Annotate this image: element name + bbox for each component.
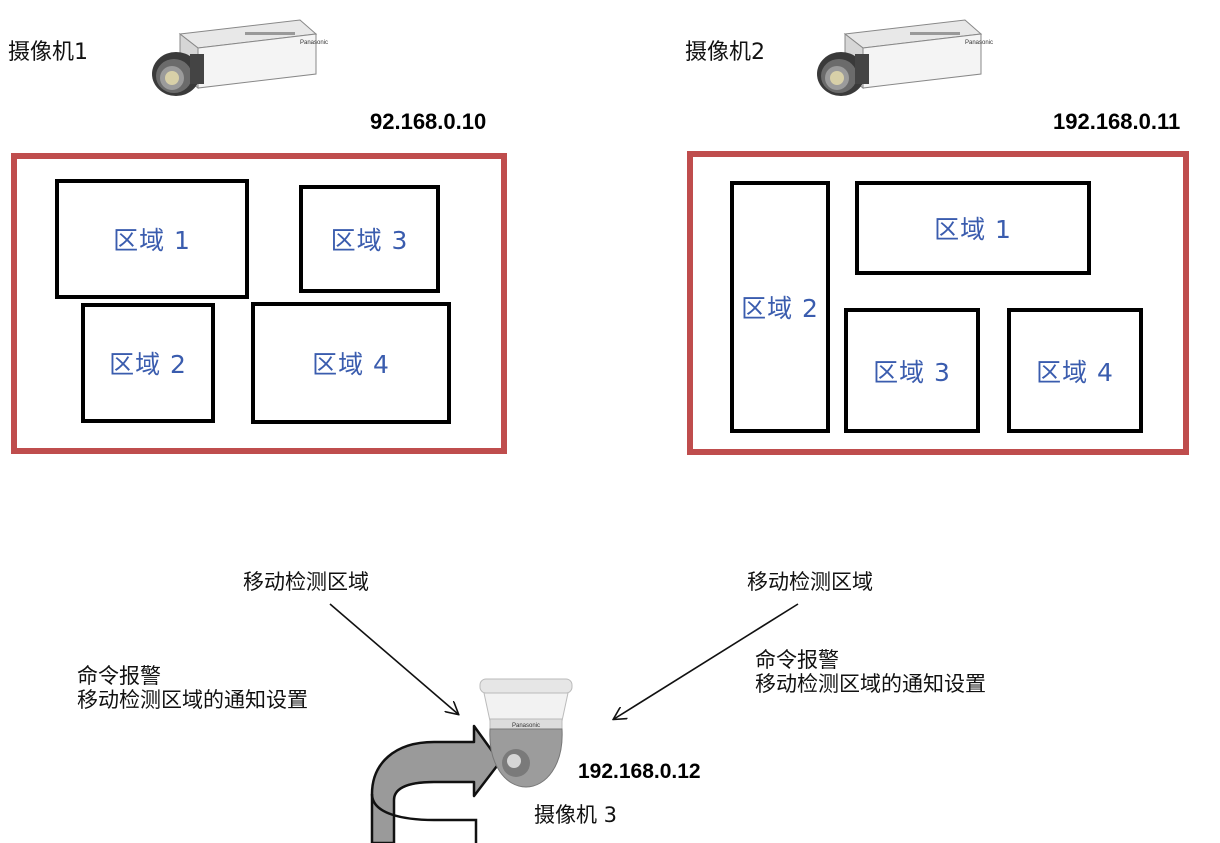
rotation-arrow-icon — [370, 724, 502, 843]
right-command-line1: 命令报警 — [755, 648, 839, 672]
camera1-zone-2: 区域 2 — [81, 303, 215, 423]
camera2-view-frame: 区域 2 区域 1 区域 3 区域 4 — [687, 151, 1189, 455]
left-region-label: 移动检测区域 — [243, 570, 369, 594]
camera1-label: 摄像机1 — [8, 40, 88, 65]
camera2-zone-2: 区域 2 — [730, 181, 830, 433]
camera1-view-frame: 区域 1 区域 3 区域 2 区域 4 — [11, 153, 507, 454]
camera3-label: 摄像机 3 — [534, 803, 618, 827]
left-command-line1: 命令报警 — [77, 664, 161, 688]
zone-label: 区域 2 — [741, 294, 819, 323]
camera2-zone-1: 区域 1 — [855, 181, 1091, 275]
left-command-line2: 移动检测区域的通知设置 — [77, 688, 308, 712]
right-region-label: 移动检测区域 — [747, 570, 873, 594]
left-command-note: 命令报警 移动检测区域的通知设置 — [77, 664, 308, 712]
camera3-ip: 192.168.0.12 — [578, 760, 701, 783]
left-arrow — [329, 603, 458, 714]
zone-label: 区域 3 — [873, 357, 951, 387]
right-command-note: 命令报警 移动检测区域的通知设置 — [755, 648, 986, 696]
zone-label: 区域 1 — [934, 215, 1012, 244]
camera2-ip: 192.168.0.11 — [1053, 109, 1181, 134]
zone-label: 区域 3 — [330, 226, 409, 255]
camera1-zone-3: 区域 3 — [299, 185, 440, 293]
box-camera-icon: Panasonic — [152, 19, 328, 96]
svg-text:Panasonic: Panasonic — [965, 40, 993, 46]
zone-label: 区域 1 — [113, 226, 191, 255]
svg-text:Panasonic: Panasonic — [300, 40, 328, 46]
camera2-zone-4: 区域 4 — [1007, 308, 1143, 433]
camera1-zone-1: 区域 1 — [55, 179, 249, 299]
camera1-ip: 92.168.0.10 — [370, 109, 487, 134]
right-command-line2: 移动检测区域的通知设置 — [755, 672, 986, 696]
dome-ptz-camera-icon: Panasonic — [479, 678, 573, 788]
svg-text:Panasonic: Panasonic — [512, 723, 540, 729]
box-camera-icon: Panasonic — [817, 19, 993, 96]
right-arrow — [614, 603, 799, 719]
camera2-label: 摄像机2 — [685, 40, 765, 65]
camera1-zone-4: 区域 4 — [251, 302, 451, 424]
zone-label: 区域 4 — [1036, 357, 1114, 387]
camera2-zone-3: 区域 3 — [844, 308, 980, 433]
zone-label: 区域 4 — [312, 350, 390, 379]
zone-label: 区域 2 — [109, 350, 187, 379]
